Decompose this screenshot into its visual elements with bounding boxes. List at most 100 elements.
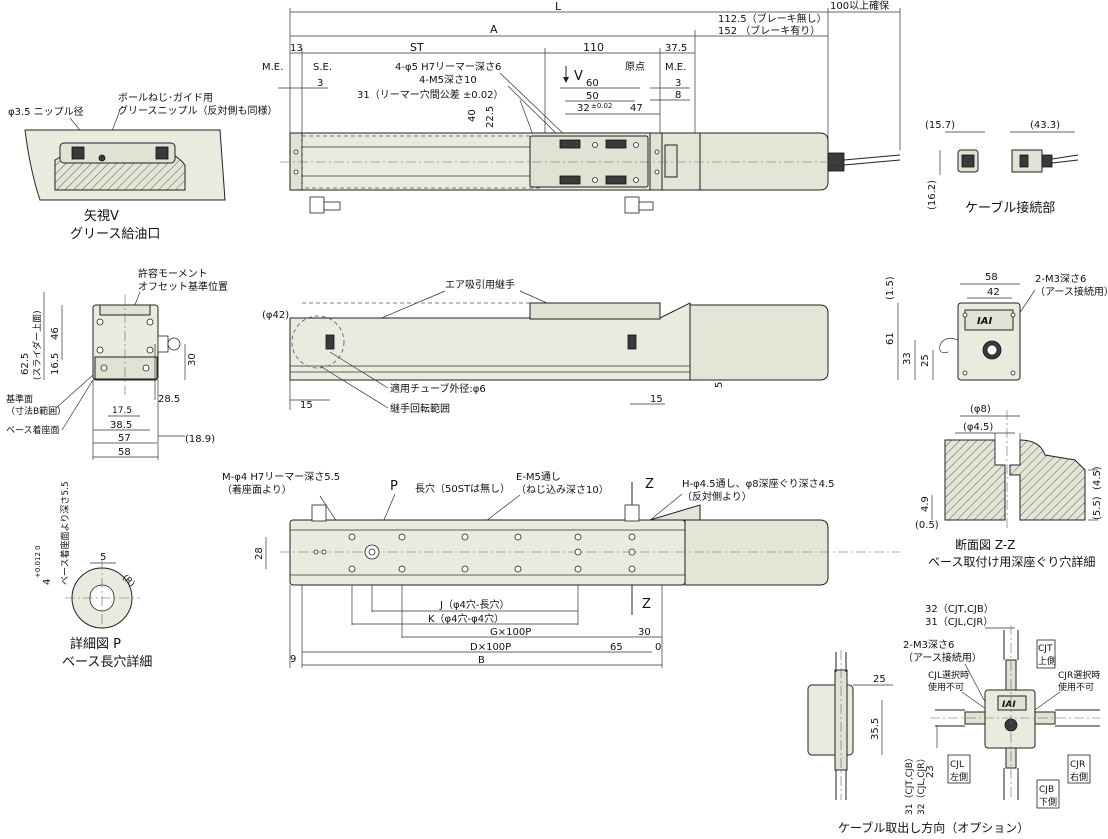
- dim-25: 25: [920, 354, 931, 367]
- opt-cjt-1: CJT: [1038, 644, 1053, 654]
- detail-p-dim-4-tol: +0.012 0: [34, 545, 42, 578]
- opt-cjt-2: 上側: [1038, 655, 1056, 667]
- label-P: P: [390, 479, 398, 494]
- opt-dim-31-v: 31（CJT,CJB）: [904, 753, 915, 815]
- dim-30: 30: [187, 353, 198, 366]
- note-e-m5-2: （ねじ込み深さ10）: [516, 484, 609, 496]
- logo-iai: IAI: [977, 316, 992, 327]
- label-origin: 原点: [625, 61, 645, 73]
- moment-label-2: オフセット基準位置: [138, 280, 228, 293]
- opt-cjl-2: 左側: [950, 771, 968, 783]
- dim-0: 0: [655, 642, 661, 653]
- opt-dim-32: 32（CJT,CJB）: [925, 603, 994, 615]
- dim-32: 32: [577, 103, 590, 114]
- dim-5-5-zz: (5.5): [1092, 496, 1103, 520]
- dim-5: 5: [714, 382, 725, 388]
- detail-view-p: ベース着座面より深さ5.5 4 +0.012 0 5 (R) 詳細図 P ベース…: [34, 481, 152, 670]
- moment-label-1: 許容モーメント: [138, 267, 208, 280]
- dim-33: 33: [902, 352, 913, 365]
- dim-4-5-zz: (4.5): [1092, 466, 1103, 490]
- opt-dim-23: 23: [925, 765, 936, 778]
- note-slot: 長穴（50STは無し）: [415, 482, 510, 495]
- detail-p-depth: ベース着座面より深さ5.5: [59, 481, 71, 585]
- dim-65: 65: [610, 642, 623, 653]
- opt-dim-35-5: 35.5: [870, 718, 881, 740]
- dim-50: 50: [586, 91, 599, 102]
- opt-title: ケーブル取出し方向（オプション）: [838, 820, 1029, 835]
- opt-m3-2: （アース接続用）: [903, 651, 982, 664]
- bottom-view: M-φ4 H7リーマー深さ5.5 （着座面より） P 長穴（50STは無し） E…: [222, 471, 900, 668]
- dim-K: K（φ4穴-φ4穴）: [428, 612, 504, 625]
- note-m5-holes: 4-M5深さ10: [419, 74, 477, 86]
- dim-57: 57: [118, 433, 131, 444]
- dim-B: B: [478, 655, 485, 666]
- dim-47: 47: [630, 103, 643, 114]
- dim-G: G×100P: [490, 627, 531, 638]
- m3-label-1: 2-M3深さ6: [1035, 273, 1086, 285]
- label-ref-face-2: （寸法B範囲）: [6, 405, 66, 417]
- label-air-joint: エア吸引用継手: [445, 278, 515, 291]
- label-view-v: V: [574, 69, 583, 84]
- opt-m3-1: 2-M3深さ6: [903, 639, 954, 651]
- opt-cjl-1: CJL: [950, 760, 964, 770]
- dim-0-5: (0.5): [915, 520, 939, 531]
- cable-joint-title: ケーブル接続部: [965, 200, 1055, 216]
- dim-brake-with: 152 （ブレーキ有り）: [718, 24, 820, 37]
- dim-28: 28: [254, 547, 265, 560]
- dim-phi-4-5: (φ4.5): [963, 422, 993, 433]
- dim-58: 58: [118, 447, 131, 458]
- cable-joint-view: (15.7) (43.3) (16.2) ケーブル接続部: [925, 120, 1079, 216]
- section-zz-title-2: ベース取付け用深座ぐり穴詳細: [928, 554, 1095, 569]
- opt-cjb-1: CJB: [1039, 785, 1054, 795]
- dim-32-tol: ±0.02: [591, 102, 612, 110]
- dim-42-right: 42: [987, 287, 1000, 298]
- detail-p-dim-4: 4: [42, 579, 53, 585]
- label-me-right: M.E.: [665, 62, 686, 73]
- nipple-dia-label: φ3.5 ニップル径: [8, 105, 84, 118]
- dim-3-left: 3: [317, 78, 323, 89]
- dim-61: 61: [885, 332, 896, 345]
- dim-15-7: (15.7): [925, 120, 955, 131]
- note-reamer-pitch: 31（リーマー穴間公差 ±0.02）: [357, 88, 504, 101]
- dim-37-5: 37.5: [665, 43, 687, 54]
- section-zz-title-1: 断面図 Z-Z: [955, 537, 1015, 552]
- label-me-left: M.E.: [262, 62, 283, 73]
- label-se: S.E.: [313, 62, 332, 73]
- opt-dim-25: 25: [873, 674, 886, 685]
- dim-1-5: (1.5): [885, 276, 896, 300]
- dim-D: D×100P: [470, 642, 511, 653]
- note-m-reamer-2: （着座面より）: [222, 483, 292, 496]
- side-view: エア吸引用継手 (φ42) 適用チューブ外径:φ6 継手回転範囲 15 15 5: [262, 278, 829, 415]
- opt-logo-iai: IAI: [1002, 700, 1016, 710]
- opt-cjr-sel-2: 使用不可: [1058, 681, 1094, 693]
- label-slider-top: (スライダー上面): [31, 310, 43, 380]
- dim-110: 110: [583, 41, 604, 54]
- end-view: 許容モーメント オフセット基準位置 46 16.5 62.5 (スライダー上面)…: [6, 267, 228, 460]
- opt-cjr-1: CJR: [1070, 760, 1085, 770]
- dim-4-9: 4.9: [920, 496, 931, 512]
- dim-17-5: 17.5: [112, 406, 132, 416]
- opt-dim-32-v: 32（CJL,CJR）: [916, 754, 927, 815]
- dim-9: 9: [290, 654, 296, 665]
- label-Z: Z: [645, 477, 654, 492]
- label-base-face: ベース着座面: [6, 424, 60, 436]
- section-zz: (φ8) (φ4.5) 4.9 (0.5) (4.5) (5.5) 断面図 Z-…: [915, 404, 1103, 569]
- detail-p-title-1: 詳細図 P: [70, 636, 121, 652]
- dim-brake-none: 112.5（ブレーキ無し）: [718, 12, 827, 25]
- nipple-label-2: グリースニップル（反対側も同様）: [118, 104, 278, 117]
- dim-22-5: 22.5: [485, 106, 496, 128]
- detail-v-title-2: グリース給油口: [70, 227, 160, 242]
- dim-15-side-left: 15: [300, 400, 313, 411]
- opt-cjb-2: 下側: [1039, 796, 1057, 808]
- label-joint-range: 継手回転範囲: [390, 402, 450, 415]
- label-Z2: Z: [642, 597, 651, 612]
- opt-cjr-sel-1: CJR選択時: [1058, 669, 1100, 681]
- detail-view-v: φ3.5 ニップル径 ボールねじ･ガイド用 グリースニップル（反対側も同様） 矢…: [8, 92, 278, 242]
- dim-16-2: (16.2): [927, 180, 938, 210]
- dim-13: 13: [290, 43, 303, 54]
- dim-28-5: 28.5: [158, 394, 180, 405]
- dim-15-side-right: 15: [650, 394, 663, 405]
- opt-cjr-2: 右側: [1070, 771, 1088, 783]
- label-tube-dia: 適用チューブ外径:φ6: [390, 382, 486, 395]
